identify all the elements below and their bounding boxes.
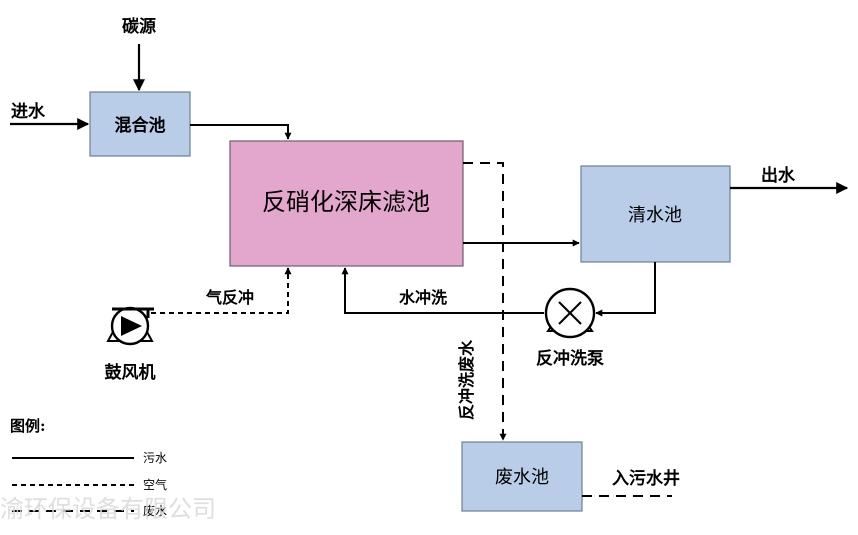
blower-icon xyxy=(106,306,154,346)
backwash-wastewater-label: 反冲洗废水 xyxy=(457,339,476,420)
waste-water-tank: 废水池 xyxy=(461,441,583,512)
air-backwash-label: 气反冲 xyxy=(205,288,254,307)
clear-water-tank: 清水池 xyxy=(580,165,731,263)
clear-to-pump-line xyxy=(595,262,656,317)
outflow-label: 出水 xyxy=(761,165,796,186)
blower-label: 鼓风机 xyxy=(105,362,156,383)
legend-air-label: 空气 xyxy=(143,477,167,492)
waste-water-tank-label: 废水池 xyxy=(495,467,549,488)
legend-wastewater-label: 废水 xyxy=(143,503,167,518)
backwash-pump-icon xyxy=(544,287,596,339)
water-backwash-label: 水冲洗 xyxy=(399,288,447,307)
to-sewage-well-label: 入污水井 xyxy=(612,468,680,489)
carbon-source-label: 碳源 xyxy=(122,16,156,37)
water-backwash-line xyxy=(341,267,544,314)
legend-sewage-label: 污水 xyxy=(143,451,167,465)
denitrification-filter-label: 反硝化深床滤池 xyxy=(262,188,430,216)
air-backwash-line xyxy=(151,267,292,314)
mix-tank: 混合池 xyxy=(89,91,191,157)
inflow-label: 进水 xyxy=(11,101,46,122)
backwash-wastewater-line xyxy=(463,162,507,441)
legend: 图例: 污水 空气 废水 xyxy=(10,417,167,518)
mix-tank-label: 混合池 xyxy=(115,115,166,136)
legend-title: 图例: xyxy=(10,417,46,435)
backwash-pump-label: 反冲洗泵 xyxy=(536,348,604,369)
clear-water-tank-label: 清水池 xyxy=(628,205,682,226)
watermark: 渝环保设备有限公司 xyxy=(0,495,216,523)
mix-to-filter-line xyxy=(190,124,292,140)
denitrification-filter: 反硝化深床滤池 xyxy=(229,140,464,267)
